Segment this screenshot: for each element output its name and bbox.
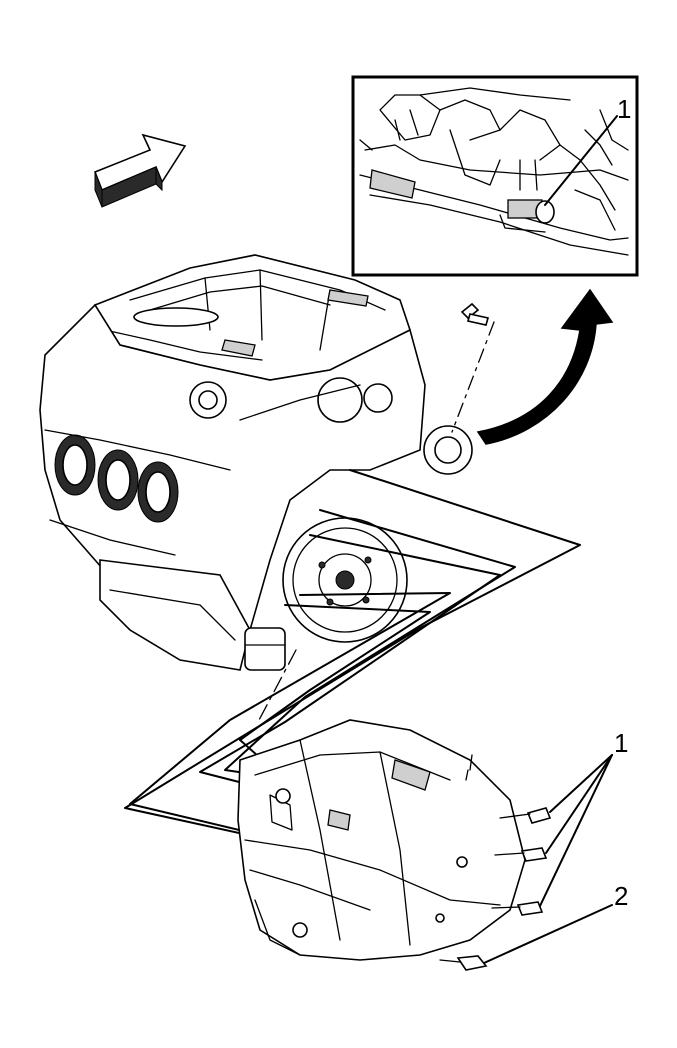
bolt-icon bbox=[460, 302, 490, 326]
inset-callout-label: 1 bbox=[617, 94, 631, 124]
direction-arrow-icon bbox=[93, 133, 187, 208]
transmission-housing bbox=[237, 719, 526, 961]
bolt-icon bbox=[494, 847, 548, 862]
exhaust-ports bbox=[54, 434, 179, 523]
inset-engine-detail bbox=[359, 87, 629, 256]
flywheel bbox=[282, 517, 408, 643]
inset-detail: 1 bbox=[351, 75, 639, 277]
transmission-bolts bbox=[439, 807, 552, 971]
bolt-icon bbox=[491, 901, 544, 916]
curved-arrow-icon bbox=[476, 288, 614, 445]
bolts-callout-label: 1 bbox=[614, 728, 628, 758]
lower-bolt-callout-label: 2 bbox=[614, 881, 628, 911]
bolt-icon bbox=[439, 955, 488, 971]
bolt-icon bbox=[499, 807, 552, 824]
engine-assembly bbox=[39, 254, 473, 671]
